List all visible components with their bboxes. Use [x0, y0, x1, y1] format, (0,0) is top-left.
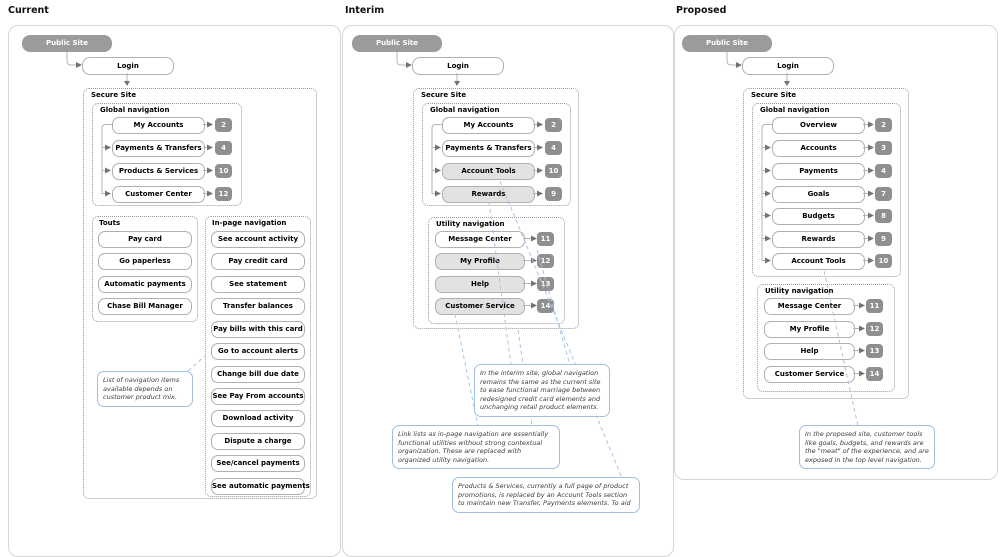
page-count-badge: 7 — [875, 187, 892, 201]
page-count-badge: 3 — [875, 141, 892, 155]
page-count-badge: 10 — [875, 254, 892, 268]
node-dispute-a-charge: Dispute a charge — [211, 433, 305, 450]
column-title-interim: Interim — [345, 5, 385, 16]
node-rewards: Rewards — [442, 186, 535, 203]
node-account-tools: Account Tools — [442, 163, 535, 180]
node-customer-center: Customer Center — [112, 186, 205, 203]
column-title-current: Current — [8, 5, 49, 16]
annotation-interim-global-nav: In the interim site, global navigation r… — [474, 364, 610, 417]
node-see-statement: See statement — [211, 276, 305, 293]
node-pay-bills-with-this-card: Pay bills with this card — [211, 321, 305, 338]
node-customer-service: Customer Service — [764, 366, 855, 383]
annotation-link-lists: Link lists as in-page navigation are ess… — [392, 425, 560, 469]
node-overview: Overview — [772, 117, 865, 134]
page-count-badge: 14 — [537, 299, 554, 313]
node-my-accounts: My Accounts — [112, 117, 205, 134]
utility-nav-label: Utility navigation — [765, 287, 834, 295]
node-public-site: Public Site — [352, 35, 442, 52]
node-see-automatic-payments: See automatic payments — [211, 478, 310, 495]
node-payments-transfers: Payments & Transfers — [442, 140, 535, 157]
node-go-paperless: Go paperless — [98, 253, 192, 270]
page-count-badge: 11 — [866, 299, 883, 313]
node-message-center: Message Center — [435, 231, 525, 248]
page-count-badge: 4 — [215, 141, 232, 155]
node-account-tools: Account Tools — [772, 253, 865, 270]
node-message-center: Message Center — [764, 298, 855, 315]
node-login: Login — [82, 57, 174, 75]
page-count-badge: 9 — [545, 187, 562, 201]
page-count-badge: 12 — [866, 322, 883, 336]
page-count-badge: 14 — [866, 367, 883, 381]
page-count-badge: 11 — [537, 232, 554, 246]
node-public-site: Public Site — [682, 35, 772, 52]
node-change-bill-due-date: Change bill due date — [211, 366, 305, 383]
page-count-badge: 2 — [875, 118, 892, 132]
secure-site-label: Secure Site — [751, 91, 797, 99]
node-transfer-balances: Transfer balances — [211, 298, 305, 315]
page-count-badge: 2 — [545, 118, 562, 132]
node-help: Help — [435, 276, 525, 293]
node-accounts: Accounts — [772, 140, 865, 157]
page-count-badge: 10 — [545, 164, 562, 178]
node-my-profile: My Profile — [435, 253, 525, 270]
page-count-badge: 13 — [866, 344, 883, 358]
node-my-profile: My Profile — [764, 321, 855, 338]
node-customer-service: Customer Service — [435, 298, 525, 315]
page-count-badge: 12 — [215, 187, 232, 201]
node-automatic-payments: Automatic payments — [98, 276, 192, 293]
utility-nav-label: Utility navigation — [436, 220, 505, 228]
annotation-product-mix: List of navigation items available depen… — [97, 371, 193, 407]
node-pay-credit-card: Pay credit card — [211, 253, 305, 270]
global-nav-label: Global navigation — [430, 106, 500, 114]
node-see-pay-from-accounts: See Pay From accounts — [211, 388, 305, 405]
inpage-nav-label: In-page navigation — [212, 219, 287, 227]
node-my-accounts: My Accounts — [442, 117, 535, 134]
node-login: Login — [742, 57, 834, 75]
page-count-badge: 13 — [537, 277, 554, 291]
node-download-activity: Download activity — [211, 410, 305, 427]
node-products-services: Products & Services — [112, 163, 205, 180]
page-count-badge: 4 — [875, 164, 892, 178]
node-login: Login — [412, 57, 504, 75]
node-payments: Payments — [772, 163, 865, 180]
secure-site-label: Secure Site — [91, 91, 137, 99]
global-nav-label: Global navigation — [100, 106, 170, 114]
node-see-cancel-payments: See/cancel payments — [211, 455, 305, 472]
secure-site-label: Secure Site — [421, 91, 467, 99]
page-count-badge: 8 — [875, 209, 892, 223]
page-count-badge: 9 — [875, 232, 892, 246]
annotation-proposed-customer-tools: In the proposed site, customer tools lik… — [799, 425, 935, 469]
node-pay-card: Pay card — [98, 231, 192, 248]
node-see-account-activity: See account activity — [211, 231, 305, 248]
touts-label: Touts — [99, 219, 121, 227]
node-go-to-account-alerts: Go to account alerts — [211, 343, 305, 360]
node-rewards: Rewards — [772, 231, 865, 248]
node-help: Help — [764, 343, 855, 360]
page-count-badge: 10 — [215, 164, 232, 178]
node-public-site: Public Site — [22, 35, 112, 52]
global-nav-label: Global navigation — [760, 106, 830, 114]
node-payments-transfers: Payments & Transfers — [112, 140, 205, 157]
column-title-proposed: Proposed — [676, 5, 727, 16]
page-count-badge: 2 — [215, 118, 232, 132]
page-count-badge: 4 — [545, 141, 562, 155]
node-chase-bill-manager: Chase Bill Manager — [98, 298, 192, 315]
node-budgets: Budgets — [772, 208, 865, 225]
node-goals: Goals — [772, 186, 865, 203]
page-count-badge: 12 — [537, 254, 554, 268]
touts-box: Touts — [92, 216, 198, 322]
annotation-products-services: Products & Services, currently a full pa… — [452, 477, 640, 513]
